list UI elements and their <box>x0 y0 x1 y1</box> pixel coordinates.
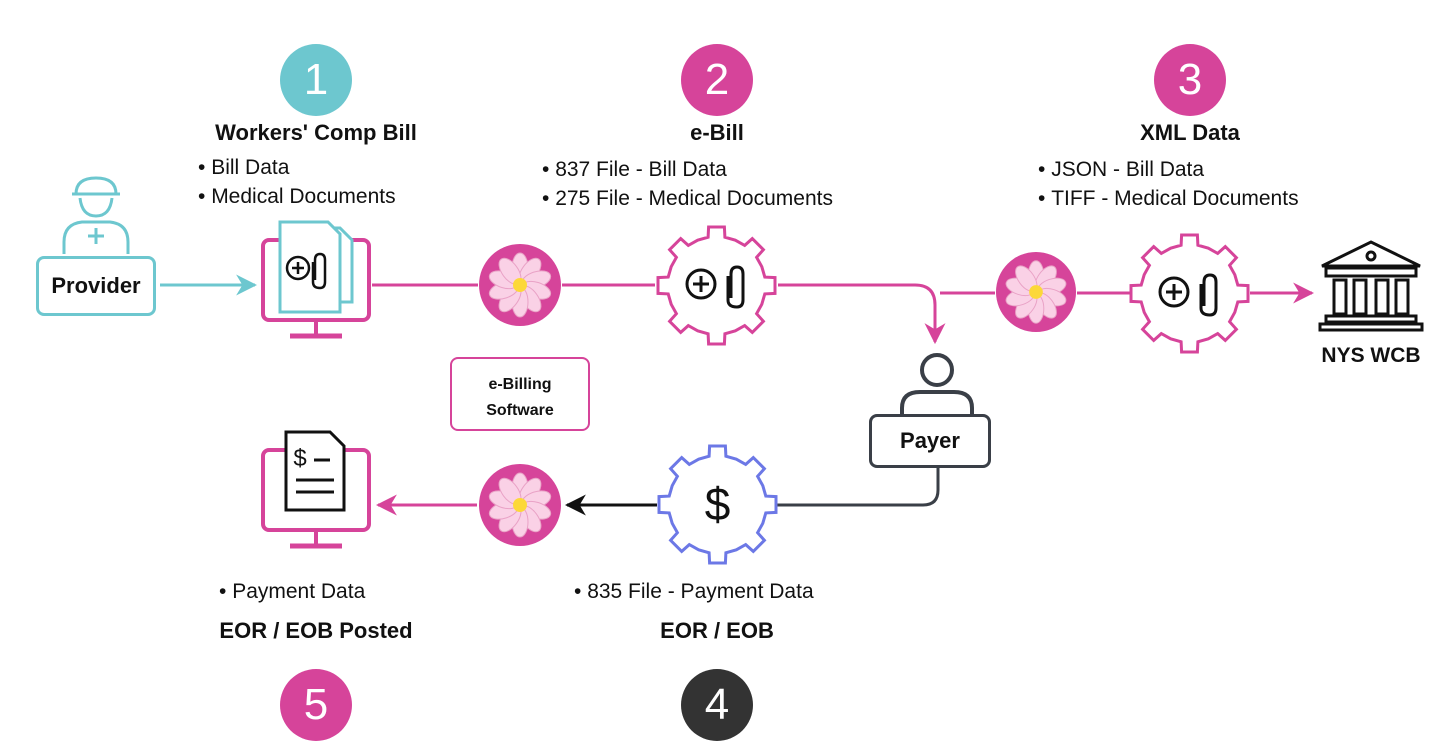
software-label-line2: Software <box>486 402 554 419</box>
gear-attachment-icon <box>1129 233 1250 354</box>
step-3-badge: 3 <box>1154 44 1226 116</box>
step-3-bullet: JSON - Bill Data <box>1038 155 1299 184</box>
step-5-badge: 5 <box>280 669 352 741</box>
step-3-bullet: TIFF - Medical Documents <box>1038 184 1298 213</box>
payer-label: Payer <box>900 428 960 453</box>
bank-building-icon <box>1318 240 1424 332</box>
step-1-bullet: Bill Data <box>198 153 396 182</box>
step-4-title: EOR / EOB <box>660 618 774 643</box>
step-2-bullet: 275 File - Medical Documents <box>542 184 833 213</box>
step-5-title: EOR / EOB Posted <box>219 618 413 643</box>
step-1-title: Workers' Comp Bill <box>215 120 417 145</box>
step-3-title: XML Data <box>1140 120 1240 145</box>
e-billing-software-box: e-Billing Software <box>450 357 590 431</box>
step-1-bullets: Bill Data Medical Documents <box>198 153 396 211</box>
gear-attachment-icon <box>656 225 777 346</box>
step-4-bullet: 835 File - Payment Data <box>574 577 813 606</box>
software-label-line1: e-Billing <box>488 376 552 393</box>
gear-dollar-icon: $ <box>657 444 778 565</box>
step-2-bullets: 837 File - Bill Data 275 File - Medical … <box>542 155 833 213</box>
step-2-bullet: 837 File - Bill Data <box>542 155 833 184</box>
step-4-bullets: 835 File - Payment Data <box>574 577 813 606</box>
nys-wcb-label: NYS WCB <box>1321 344 1421 367</box>
svg-text:$: $ <box>293 445 306 472</box>
flower-logo-icon <box>479 244 561 326</box>
provider-worker-icon <box>62 176 130 254</box>
step-2-title: e-Bill <box>690 120 744 145</box>
arrow-payer-to-gear <box>777 468 940 507</box>
step-2-badge: 2 <box>681 44 753 116</box>
step-1-bullet: Medical Documents <box>198 182 395 211</box>
monitor-invoice-icon: $ <box>261 430 371 549</box>
flower-logo-icon <box>479 464 561 546</box>
step-1-badge: 1 <box>280 44 352 116</box>
step-5-bullets: Payment Data <box>219 577 365 606</box>
payer-person-icon <box>900 353 974 420</box>
payer-box[interactable]: Payer <box>869 414 991 468</box>
payment-dollar-sign: $ <box>705 478 731 530</box>
monitor-documents-icon <box>261 220 371 339</box>
flower-logo-icon <box>995 251 1077 333</box>
arrow-gear-to-payer <box>778 283 946 345</box>
step-4-badge: 4 <box>681 669 753 741</box>
step-5-bullet: Payment Data <box>219 577 365 606</box>
provider-label: Provider <box>51 273 141 298</box>
step-3-bullets: JSON - Bill Data TIFF - Medical Document… <box>1038 155 1299 213</box>
provider-box[interactable]: Provider <box>36 256 156 316</box>
